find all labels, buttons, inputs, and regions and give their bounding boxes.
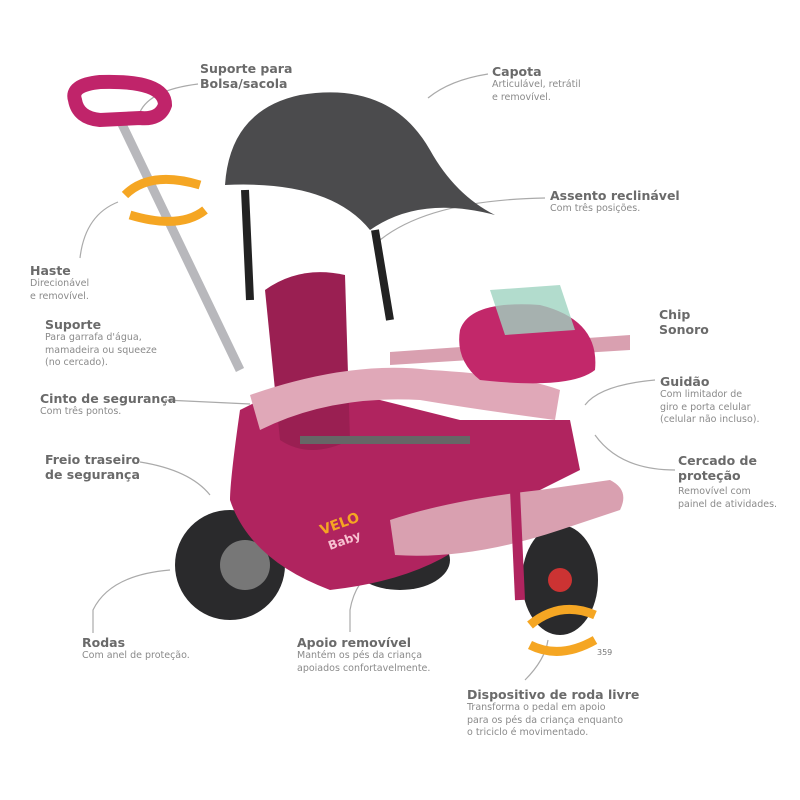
feature-title: Dispositivo de roda livre: [467, 687, 640, 702]
canopy-arms: [241, 189, 394, 321]
feature-title: proteção: [678, 468, 741, 483]
feature-desc: (celular não incluso).: [660, 414, 760, 425]
feature-desc: mamadeira ou squeeze: [45, 344, 157, 356]
feature-title: Chip: [659, 307, 691, 322]
feature-desc: Direcionável: [30, 278, 90, 289]
feature-desc: o triciclo é movimentado.: [467, 727, 589, 738]
feature-capota: Capota Articulável, retrátil e removível…: [492, 64, 581, 104]
feature-guidao: Guidão Com limitador de giro e porta cel…: [660, 374, 760, 427]
feature-desc: e removível.: [492, 91, 551, 103]
feature-title: Freio traseiro: [45, 452, 141, 467]
feature-assento: Assento reclinável Com três posições.: [550, 188, 680, 216]
feature-desc: giro e porta celular: [660, 401, 751, 413]
feature-desc: Com limitador de: [660, 389, 743, 400]
feature-cinto: Cinto de segurança Com três pontos.: [40, 391, 176, 419]
feature-cercado: Cercado de proteção Removível com painel…: [678, 453, 777, 511]
feature-title: Suporte para: [200, 61, 293, 76]
feature-roda-livre: Dispositivo de roda livre Transforma o p…: [467, 687, 639, 740]
feature-title: Guidão: [660, 374, 710, 389]
canopy: [225, 92, 495, 231]
feature-desc: Removível com: [678, 486, 751, 497]
wheel-hub: [220, 540, 270, 590]
feature-desc: Mantém os pés da criança: [297, 650, 423, 661]
feature-title: Rodas: [82, 635, 126, 650]
product-code: 359: [597, 648, 613, 657]
feature-desc: para os pés da criança enquanto: [467, 714, 624, 726]
feature-desc: Com três pontos.: [40, 406, 122, 417]
feature-rodas: Rodas Com anel de proteção.: [82, 635, 190, 663]
feature-title: Capota: [492, 64, 542, 79]
feature-desc: Com três posições.: [550, 203, 641, 214]
feature-title: Sonoro: [659, 322, 709, 337]
feature-title: de segurança: [45, 467, 140, 482]
feature-title: Cinto de segurança: [40, 391, 177, 406]
feature-desc: e removível.: [30, 290, 89, 302]
feature-bolsa: Suporte para Bolsa/sacola: [200, 61, 292, 91]
feature-desc: apoiados confortavelmente.: [297, 662, 431, 674]
rotate-arrow-wheel-icon: [527, 604, 598, 656]
feature-desc: (no cercado).: [45, 357, 108, 368]
feature-title: Suporte: [45, 317, 102, 332]
feature-desc: Transforma o pedal em apoio: [467, 702, 606, 713]
feature-desc: Articulável, retrátil: [492, 79, 581, 90]
feature-title: Haste: [30, 263, 71, 278]
feature-apoio: Apoio removível Mantém os pés da criança…: [297, 635, 430, 675]
phone-holder: [490, 285, 575, 335]
feature-freio: Freio traseiro de segurança: [45, 452, 140, 482]
push-handle: [67, 74, 173, 128]
feature-title: Cercado de: [678, 453, 757, 468]
feature-desc: Com anel de proteção.: [82, 650, 190, 661]
feature-chip: Chip Sonoro: [659, 307, 709, 337]
footrest: [390, 480, 624, 556]
feature-suporte: Suporte Para garrafa d'água, mamadeira o…: [45, 317, 157, 370]
feature-desc: Para garrafa d'água,: [45, 332, 142, 343]
feature-desc: painel de atividades.: [678, 498, 778, 510]
protection-bar: [250, 367, 560, 430]
push-bar: [115, 118, 245, 372]
feature-title: Assento reclinável: [550, 188, 680, 203]
feature-haste: Haste Direcionável e removível.: [30, 263, 89, 303]
rotate-arrow-handle-icon: [121, 174, 208, 226]
feature-title: Apoio removível: [297, 635, 412, 650]
fork: [510, 489, 525, 601]
front-hub: [548, 568, 572, 592]
feature-title: Bolsa/sacola: [200, 76, 288, 91]
